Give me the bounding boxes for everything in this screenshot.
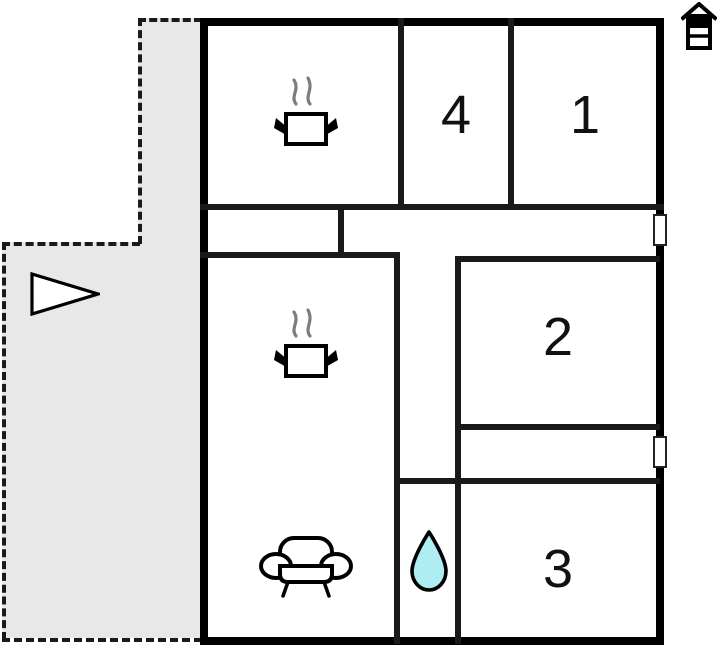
terrace-dash-left-lower <box>2 242 6 640</box>
room-label-2: 2 <box>542 307 574 367</box>
exterior-wall-left <box>200 18 208 645</box>
terrace-area-upper <box>138 18 202 242</box>
cooking-pot-icon-lower <box>260 302 352 384</box>
terrace-dash-mid <box>2 242 140 246</box>
interior-wall-room2-top <box>455 256 660 262</box>
cooking-pot-icon <box>260 70 352 152</box>
interior-wall-room2-bottom <box>455 424 660 430</box>
exterior-wall-bottom <box>200 637 664 645</box>
sofa-icon <box>258 530 354 602</box>
room-label-3: 3 <box>542 539 574 599</box>
terrace-dash-left-upper <box>138 18 142 244</box>
exterior-wall-right <box>656 18 664 645</box>
interior-wall-room4-room1 <box>508 18 514 208</box>
window-right-lower[interactable] <box>653 436 667 468</box>
room-label-4: 4 <box>440 85 472 145</box>
interior-wall-room2-left <box>455 256 461 644</box>
window-right-upper[interactable] <box>653 214 667 246</box>
interior-wall-living-right <box>394 252 400 644</box>
water-drop-icon <box>408 528 450 594</box>
interior-wall-corridor-divider <box>338 204 344 258</box>
interior-wall-room3-top <box>394 478 660 484</box>
exterior-wall-top <box>200 18 664 26</box>
interior-wall-corridor-bottom-left <box>200 252 400 258</box>
direction-triangle-icon <box>30 271 104 317</box>
terrace-dash-bottom <box>2 638 202 642</box>
terrace-dash-top <box>138 18 202 22</box>
house-icon <box>680 1 718 50</box>
room-label-1: 1 <box>569 85 601 145</box>
interior-wall-corridor-top <box>200 204 664 210</box>
interior-wall-kitchen-room4 <box>398 18 404 208</box>
